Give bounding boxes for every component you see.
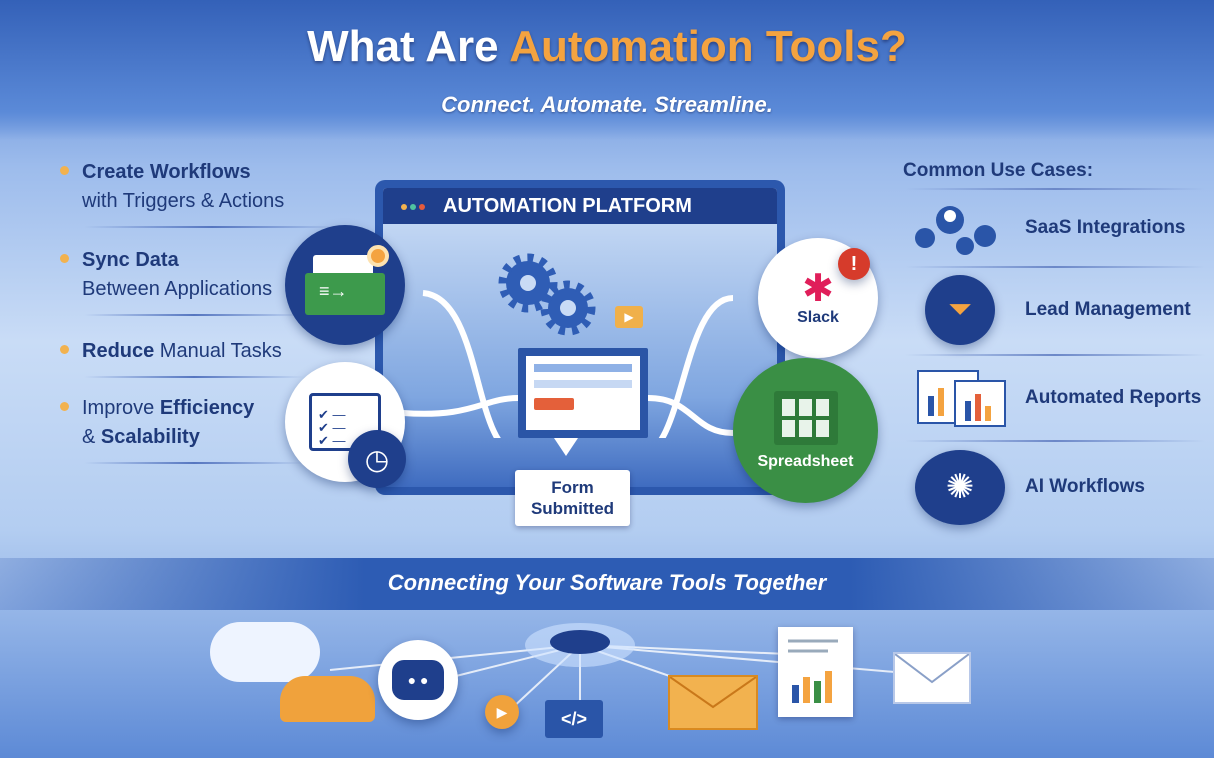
- play-button-icon: ▶: [485, 695, 519, 729]
- mail-icon: [893, 652, 971, 704]
- use-case-ai-workflows: ✺ AI Workflows: [905, 449, 1205, 525]
- use-case-lead-management: ⏷ Lead Management: [905, 275, 1205, 345]
- brain-icon: ✺: [915, 449, 1005, 525]
- orange-cloud-icon: [280, 676, 375, 722]
- use-cases-heading: Common Use Cases:: [903, 160, 1094, 181]
- header-band: [0, 0, 1214, 140]
- bullet-icon: [60, 402, 69, 411]
- code-icon: </>: [545, 700, 603, 738]
- alert-icon: !: [838, 248, 870, 280]
- bullet-icon: [60, 166, 69, 175]
- platform-title: AUTOMATION PLATFORM: [443, 194, 692, 217]
- page-title: What Are Automation Tools?: [307, 22, 907, 71]
- play-icon: ▶: [615, 306, 643, 328]
- use-case-saas-integrations: SaaS Integrations: [905, 193, 1205, 263]
- email-envelope-icon: [668, 675, 758, 730]
- checklist-icon: ✔ —✔ —✔ —: [309, 393, 381, 451]
- use-case-automated-reports: Automated Reports: [905, 363, 1205, 433]
- folder-sync-circle: ≡→: [285, 225, 405, 345]
- report-chart-icon: [905, 363, 1015, 433]
- connection-network: [329, 623, 931, 711]
- lead-funnel-icon: ⏷: [925, 275, 995, 345]
- report-document-icon: [778, 627, 853, 717]
- footer-banner: [0, 558, 1214, 610]
- cloud-users-icon: [905, 193, 1015, 263]
- folder-icon: ≡→: [305, 245, 389, 315]
- spreadsheet-app-circle[interactable]: Spreadsheet: [733, 358, 878, 503]
- down-arrow-icon: [554, 438, 578, 456]
- chatbot-icon: ● ●: [378, 640, 458, 720]
- spreadsheet-icon: [773, 390, 838, 445]
- cloud-icon: [210, 622, 320, 682]
- feature-reduce-manual-tasks: Reduce Manual Tasks: [60, 337, 340, 378]
- gears-icon: [498, 253, 596, 336]
- form-card: [518, 348, 648, 438]
- bullet-icon: [60, 254, 69, 263]
- window-dots-icon: [401, 204, 425, 210]
- bullet-icon: [60, 345, 69, 354]
- flow-arrows: [402, 290, 734, 438]
- footer-banner-text: Connecting Your Software Tools Together: [387, 570, 827, 595]
- automation-platform-window: AUTOMATION PLATFORM ▶: [375, 180, 785, 495]
- slack-icon: ✱: [802, 268, 834, 310]
- clock-icon: ◷: [348, 430, 406, 488]
- feature-improve-efficiency: Improve Efficiency& Scalability: [60, 394, 340, 464]
- subtitle: Connect. Automate. Streamline.: [441, 92, 773, 117]
- platform-header: AUTOMATION PLATFORM: [383, 188, 777, 224]
